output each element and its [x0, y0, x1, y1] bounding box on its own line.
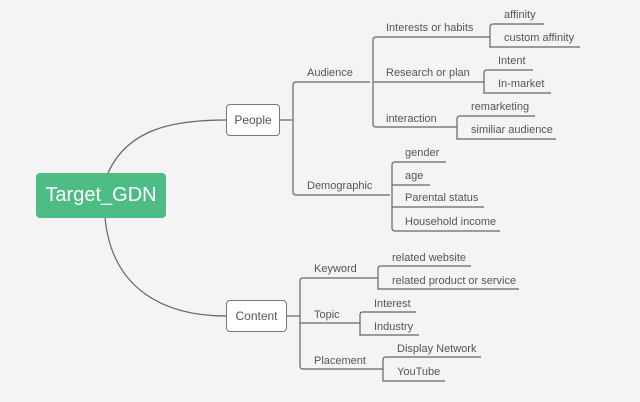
node-research-or-plan[interactable]: Research or plan	[386, 67, 470, 79]
node-similiar-audience[interactable]: similiar audience	[471, 124, 553, 136]
node-content[interactable]: Content	[226, 300, 287, 332]
node-household-income[interactable]: Household income	[405, 216, 497, 228]
node-placement[interactable]: Placement	[314, 355, 366, 367]
node-related-product-or-service[interactable]: related product or service	[392, 275, 517, 287]
node-parental-status[interactable]: Parental status	[405, 192, 479, 204]
node-intent[interactable]: Intent	[498, 55, 526, 67]
node-youtube[interactable]: YouTube	[397, 366, 441, 378]
node-interaction[interactable]: interaction	[386, 113, 437, 125]
node-industry[interactable]: Industry	[374, 321, 414, 333]
node-display-network[interactable]: Display Network	[397, 343, 477, 355]
node-in-market[interactable]: In-market	[498, 78, 545, 90]
node-people[interactable]: People	[226, 104, 280, 136]
node-topic[interactable]: Topic	[314, 309, 340, 321]
node-custom-affinity[interactable]: custom affinity	[504, 32, 575, 44]
node-demographic[interactable]: Demographic	[307, 180, 373, 192]
node-remarketing[interactable]: remarketing	[471, 101, 530, 113]
node-related-website[interactable]: related website	[392, 252, 466, 264]
node-audience[interactable]: Audience	[307, 67, 353, 79]
node-affinity[interactable]: affinity	[504, 9, 536, 21]
node-gender[interactable]: gender	[405, 147, 440, 159]
node-interests-or-habits[interactable]: Interests or habits	[386, 22, 474, 34]
root-node[interactable]: Target_GDN	[36, 173, 166, 218]
node-age[interactable]: age	[405, 170, 424, 182]
node-keyword[interactable]: Keyword	[314, 263, 357, 275]
node-interest[interactable]: Interest	[374, 298, 411, 310]
